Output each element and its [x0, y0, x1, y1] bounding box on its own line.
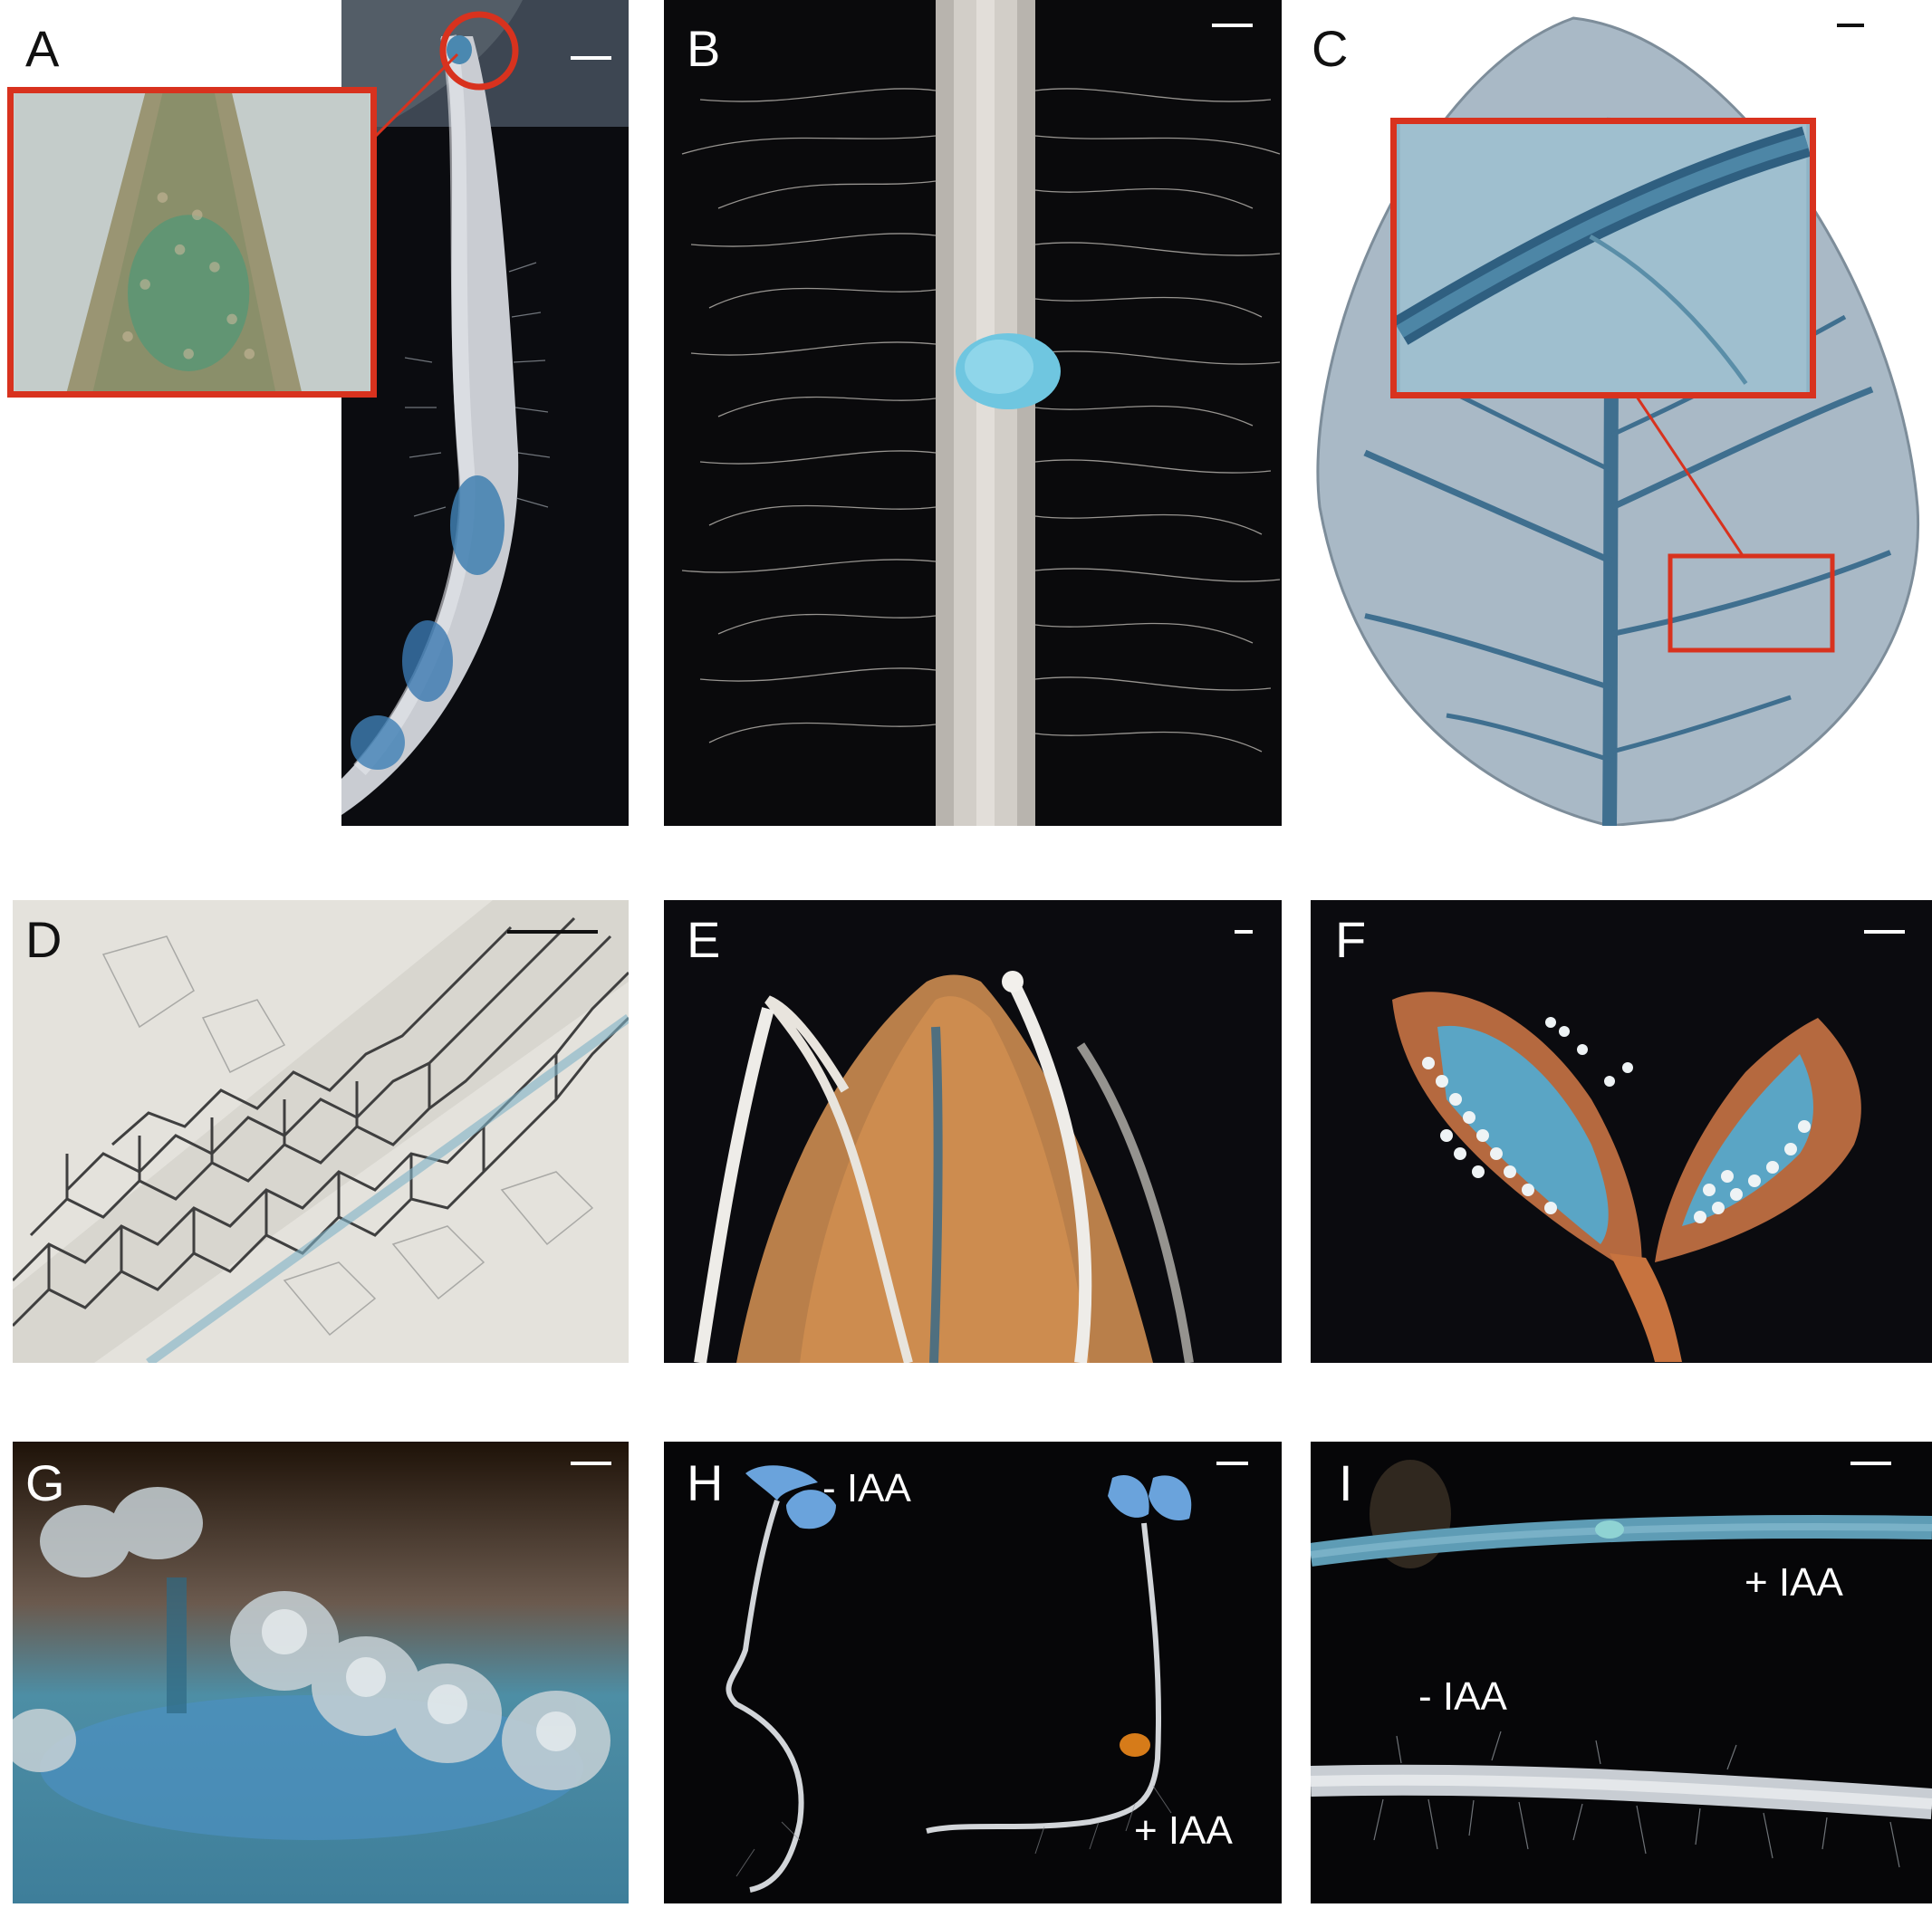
panel-i-image — [1311, 1442, 1932, 1903]
annotation-h-minus-iaa: - IAA — [822, 1466, 911, 1510]
panel-label-a: A — [25, 20, 60, 77]
roots-iaa-illustration — [1311, 1460, 1932, 1868]
panel-label-h: H — [687, 1454, 724, 1511]
panel-h-scale-bar — [1216, 1462, 1248, 1465]
panel-a-image — [341, 0, 629, 826]
annotation-i-plus-iaa: + IAA — [1745, 1560, 1843, 1605]
panel-f-scale-bar — [1864, 930, 1905, 934]
root-illustration — [341, 0, 629, 815]
panel-label-i: I — [1339, 1454, 1353, 1511]
panel-b-scale-bar — [1212, 24, 1253, 27]
panel-a-scale-bar — [571, 56, 611, 60]
panel-label-f: F — [1335, 911, 1367, 968]
anthers-illustration — [1392, 992, 1861, 1362]
annotation-i-minus-iaa: - IAA — [1418, 1674, 1507, 1719]
annotation-h-plus-iaa: + IAA — [1134, 1808, 1233, 1853]
panel-c-connector-line — [1633, 393, 1745, 558]
panel-i-scale-bar — [1850, 1462, 1891, 1465]
panel-g-image — [13, 1442, 629, 1903]
panel-c-scale-bar — [1837, 24, 1864, 27]
panel-label-g: G — [25, 1454, 65, 1511]
panel-f-image — [1311, 900, 1932, 1363]
panel-label-b: B — [687, 20, 721, 77]
panel-e-image — [664, 900, 1282, 1363]
panel-g-scale-bar — [571, 1462, 611, 1465]
leaf-vein-inset-illustration — [1397, 124, 1810, 392]
seedlings-illustration — [726, 1465, 1192, 1893]
panel-h-image — [664, 1442, 1282, 1903]
ovules-illustration — [13, 1442, 629, 1903]
panel-b-image — [664, 0, 1282, 826]
root-tip-inset-illustration — [14, 93, 370, 391]
panel-a-inset — [7, 87, 377, 398]
panel-c-inset — [1390, 118, 1816, 398]
flower-bud-illustration — [694, 971, 1194, 1363]
panel-label-e: E — [687, 911, 721, 968]
panel-d-scale-bar — [507, 930, 598, 934]
panel-e-scale-bar — [1235, 930, 1253, 934]
panel-a-connector-line — [374, 53, 459, 138]
panel-label-c: C — [1312, 20, 1349, 77]
tissue-section-illustration — [13, 900, 629, 1363]
root-with-hairs-illustration — [681, 0, 1281, 826]
panel-d-image — [13, 900, 629, 1363]
panel-label-d: D — [25, 911, 62, 968]
